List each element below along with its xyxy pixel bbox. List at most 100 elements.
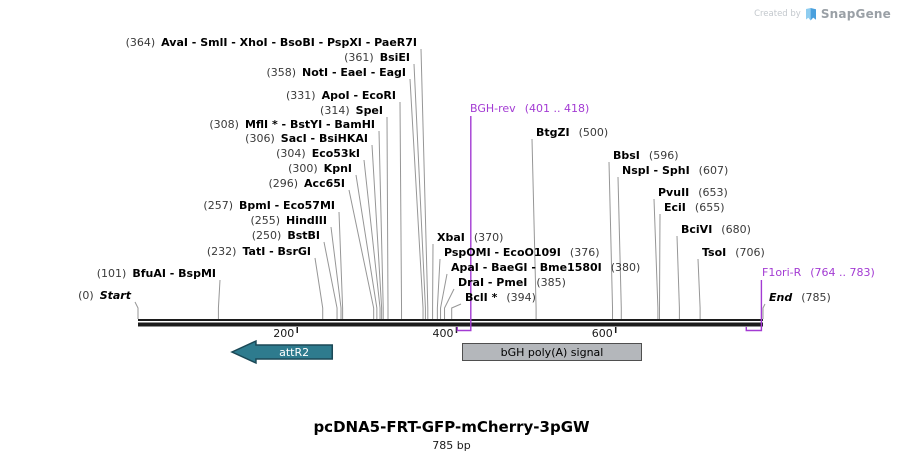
site-names: NspI - SphI (622, 164, 690, 177)
leader-line (762, 303, 766, 319)
primer-name: F1ori-R (762, 266, 802, 279)
site-label[interactable]: (250) BstBI (252, 229, 320, 242)
leader-line (444, 288, 455, 319)
leader-line (371, 144, 383, 319)
leader-line (451, 303, 462, 319)
site-names: EciI (664, 201, 686, 214)
primer-range: (764 .. 783) (810, 266, 875, 279)
site-position: (296) (268, 177, 299, 190)
site-position: (250) (251, 229, 282, 242)
leader-line (617, 176, 622, 319)
site-names: XbaI (437, 231, 465, 244)
primer-bracket (745, 280, 763, 332)
site-label[interactable]: End(785) (769, 291, 831, 304)
leader-line (363, 159, 381, 319)
site-names: BbsI (613, 149, 640, 162)
site-label[interactable]: (0)Start (78, 289, 131, 302)
site-names: MflI * - BstYI - BamHI (244, 118, 375, 131)
site-label[interactable]: PvuII(653) (658, 186, 728, 199)
site-position: (304) (276, 147, 306, 160)
site-position: (0) (78, 289, 94, 302)
site-names: Eco53kI (311, 147, 360, 160)
site-names: BpmI - Eco57MI (239, 199, 335, 212)
site-names: KpnI (323, 162, 352, 175)
site-position: (607) (698, 164, 729, 177)
plasmid-length: 785 bp (432, 439, 471, 452)
leader-line (676, 235, 680, 319)
site-label[interactable]: (364)AvaI - SmlI - XhoI - BsoBI - PspXI … (126, 36, 417, 49)
site-names: ApoI - EcoRI (321, 89, 396, 102)
site-names: NotI - EaeI - EagI (302, 66, 406, 79)
site-names: BclI * (465, 291, 498, 304)
leader-line (658, 213, 661, 319)
site-names: BciVI (681, 223, 713, 236)
leader-line (653, 198, 659, 319)
site-position: (655) (694, 201, 725, 214)
site-label[interactable]: (306)SacI - BsiHKAI (245, 132, 368, 145)
feature-label: attR2 (279, 345, 310, 359)
axis-tick-label: 200 (273, 327, 295, 340)
axis-tick-label: 600 (591, 327, 613, 340)
site-names: SpeI (355, 104, 383, 117)
axis-tick-label: 400 (432, 327, 454, 340)
site-label[interactable]: DraI - PmeI (385) (458, 276, 566, 289)
site-label[interactable]: TsoI (706) (702, 246, 765, 259)
feature-attr2-arrow[interactable] (230, 339, 334, 365)
site-label[interactable]: (314) SpeI (320, 104, 383, 117)
leader-line (413, 63, 426, 319)
plasmid-title: pcDNA5-FRT-GFP-mCherry-3pGW (313, 418, 590, 436)
site-names: SacI - BsiHKAI (280, 132, 368, 145)
feature-attr2[interactable]: attR2 (256, 345, 332, 359)
site-position: (361) (344, 51, 374, 64)
site-names: TsoI (702, 246, 727, 259)
primer-label[interactable]: BGH-rev(401 .. 418) (470, 102, 589, 115)
site-label[interactable]: NspI - SphI (607) (622, 164, 728, 177)
site-label[interactable]: EciI (655) (664, 201, 725, 214)
primer-bracket (456, 116, 472, 332)
site-position: (232) (206, 245, 237, 258)
feature-bgh-poly-a-signal[interactable]: bGH poly(A) signal (462, 343, 642, 361)
site-names: AvaI - SmlI - XhoI - BsoBI - PspXI - Pae… (161, 36, 417, 49)
site-label[interactable]: (308) MflI * - BstYI - BamHI (209, 118, 375, 131)
site-label[interactable]: (296) Acc65I (268, 177, 345, 190)
site-label[interactable]: (255)HindIII (250, 214, 327, 227)
site-label[interactable]: BtgZI(500) (536, 126, 608, 139)
site-position: (101) (96, 267, 127, 280)
site-label[interactable]: BclI *(394) (465, 291, 536, 304)
site-label[interactable]: BciVI (680) (681, 223, 751, 236)
site-label[interactable]: (304) Eco53kI (276, 147, 360, 160)
leader-line (134, 301, 139, 319)
site-label[interactable]: (331)ApoI - EcoRI (286, 89, 396, 102)
site-label[interactable]: (101)BfuAI - BspMI (97, 267, 216, 280)
snapgene-brand-text: SnapGene (820, 7, 891, 21)
site-position: (308) (209, 118, 239, 131)
site-label[interactable]: (361)BsiEI (344, 51, 410, 64)
site-position: (376) (569, 246, 600, 259)
site-position: (358) (266, 66, 297, 79)
site-names: DraI - PmeI (458, 276, 528, 289)
site-label[interactable]: (232)TatI - BsrGI (207, 245, 311, 258)
site-position: (385) (536, 276, 566, 289)
site-label[interactable]: (358) NotI - EaeI - EagI (266, 66, 406, 79)
site-label[interactable]: (300)KpnI (288, 162, 352, 175)
leader-line (323, 241, 338, 319)
site-names: ApaI - BaeGI - Bme1580I (451, 261, 602, 274)
site-label[interactable]: XbaI(370) (437, 231, 503, 244)
leader-line (355, 174, 378, 319)
leader-line (531, 138, 537, 319)
site-label[interactable]: ApaI - BaeGI - Bme1580I(380) (451, 261, 640, 274)
site-position: (257) (203, 199, 234, 212)
leader-line (348, 189, 375, 319)
site-names: End (769, 291, 793, 304)
site-label[interactable]: (257) BpmI - Eco57MI (203, 199, 335, 212)
site-names: Acc65I (304, 177, 345, 190)
site-label[interactable]: BbsI(596) (613, 149, 679, 162)
site-names: BstBI (287, 229, 320, 242)
site-position: (314) (320, 104, 350, 117)
site-position: (255) (250, 214, 281, 227)
site-position: (706) (735, 246, 765, 259)
leader-line (338, 211, 344, 319)
site-position: (680) (721, 223, 751, 236)
primer-label[interactable]: F1ori-R (764 .. 783) (762, 266, 875, 279)
site-label[interactable]: PspOMI - EcoO109I(376) (444, 246, 600, 259)
